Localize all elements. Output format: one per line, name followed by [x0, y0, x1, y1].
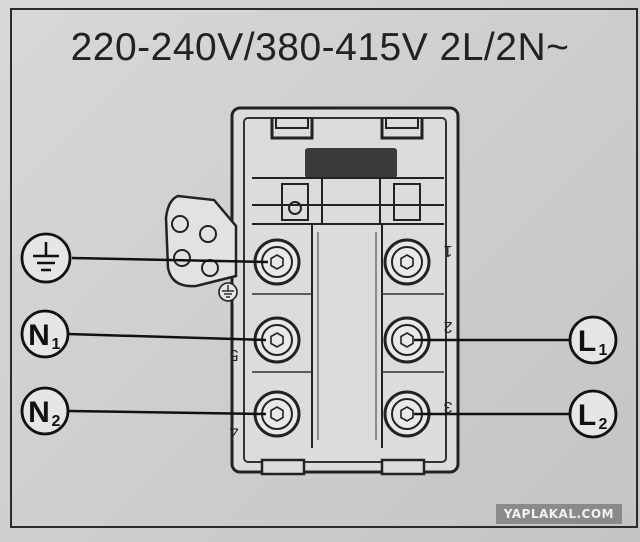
earth-ground-icon: [20, 232, 72, 284]
screw-1: [383, 238, 431, 286]
watermark-logo: YAPLAKAL.COM: [495, 504, 622, 524]
n1-subscript: 1: [52, 336, 61, 353]
diagram-frame: [10, 8, 638, 528]
voltage-title: 220-240V/380-415V 2L/2N~: [70, 26, 570, 69]
terminal-l1-badge: L 1: [568, 315, 618, 365]
n2-subscript: 2: [52, 413, 61, 430]
terminal-number-3: 3: [443, 398, 452, 415]
terminal-n2-badge: N 2: [20, 386, 70, 436]
l2-letter: L: [578, 399, 596, 432]
l1-letter: L: [578, 325, 596, 358]
n1-wire: [67, 332, 267, 342]
terminal-number-2: 2: [443, 318, 452, 335]
n2-letter: N: [28, 396, 50, 429]
n1-letter: N: [28, 319, 50, 352]
l1-subscript: 1: [599, 342, 608, 359]
terminal-n1-badge: N 1: [20, 309, 70, 359]
terminal-number-5: 5: [229, 346, 238, 363]
bridge-window: [305, 148, 397, 178]
terminal-number-4: 4: [229, 422, 238, 439]
earth-wire: [71, 256, 269, 264]
earth-bracket: [164, 194, 238, 288]
terminal-block-housing: [230, 106, 460, 476]
terminal-l2-badge: L 2: [568, 389, 618, 439]
n2-wire: [67, 409, 267, 416]
l2-subscript: 2: [599, 416, 608, 433]
terminal-number-1: 1: [443, 242, 452, 259]
earth-ground-small-icon: [218, 282, 238, 302]
